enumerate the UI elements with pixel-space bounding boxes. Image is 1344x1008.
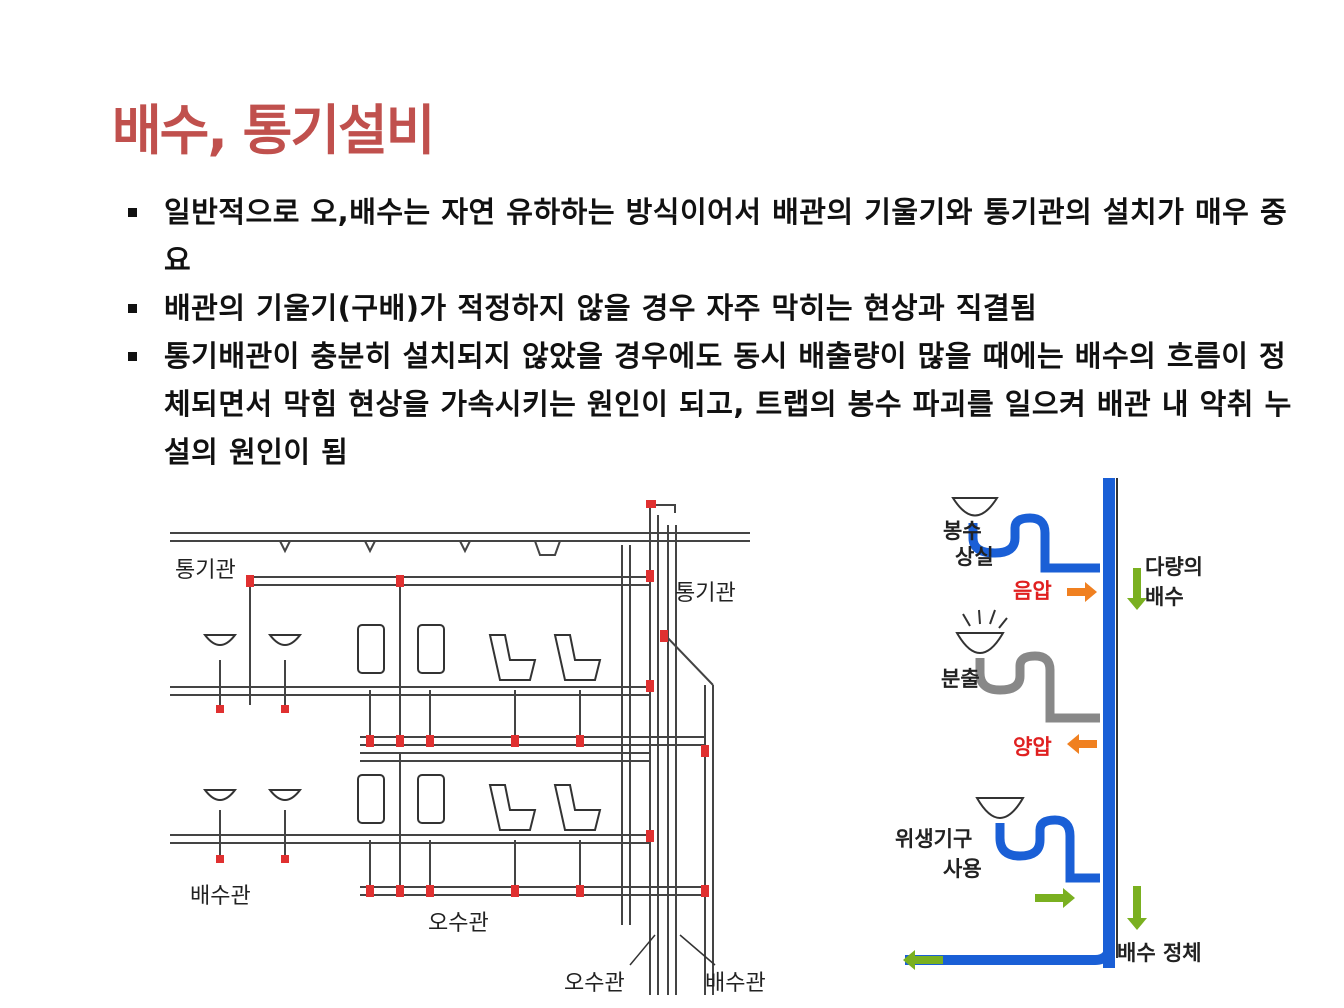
sewage-pipe-label: 오수관 [428, 911, 489, 936]
seal-loss-label: 봉수 [943, 519, 982, 543]
bullet-text: 일반적으로 오,배수는 자연 유하하는 방식이어서 배관의 기울기와 통기관의 … [164, 195, 1288, 277]
piping-system-diagram: 통기관 통기관 배수관 오수관 오수관 배수관 [170, 500, 766, 996]
label-leaders [629, 934, 716, 966]
trap-pipe [995, 815, 1100, 883]
arrow-right-icon [1035, 888, 1075, 908]
vent-pipe-label: 통기관 [175, 558, 236, 583]
trap-pipe [975, 651, 1100, 723]
fixture-use-label: 사용 [943, 857, 982, 881]
positive-pressure-label: 양압 [1013, 735, 1052, 759]
drain-pipe-label: 배수관 [705, 971, 766, 996]
arrow-down-icon [1127, 886, 1147, 930]
sewage-pipe-label: 오수관 [564, 971, 625, 996]
bullet-item: 일반적으로 오,배수는 자연 유하하는 방식이어서 배관의 기울기와 통기관의 … [128, 188, 1298, 284]
arrow-left-icon [903, 950, 943, 970]
basin-icon [955, 632, 1005, 654]
seal-loss-label: 상실 [955, 545, 994, 569]
bottom-drain [905, 898, 1115, 965]
negative-pressure-label: 음압 [1013, 579, 1052, 603]
bullet-item: 통기배관이 충분히 설치되지 않았을 경우에도 동시 배출량이 많을 때에는 배… [128, 332, 1298, 476]
slide-title: 배수, 통기설비 [112, 99, 435, 162]
trap-seal-diagram: 봉수 상실 음압 다량의 배수 분출 양압 위생기구 사용 배수 정체 [895, 478, 1203, 970]
vent-pipe-label: 통기관 [675, 581, 736, 606]
bullet-text: 통기배관이 충분히 설치되지 않았을 경우에도 동시 배출량이 많을 때에는 배… [164, 339, 1292, 469]
drain-stack [1103, 478, 1115, 968]
trap-pipe [968, 513, 1100, 573]
arrow-down-icon [1127, 568, 1147, 610]
drain-pipe-label: 배수관 [190, 884, 251, 909]
arrow-left-icon [1067, 734, 1097, 754]
bullet-text: 배관의 기울기(구배)가 적정하지 않을 경우 자주 막히는 현상과 직결됨 [164, 291, 1038, 325]
arrow-right-icon [1067, 582, 1097, 602]
fixture-use-label: 위생기구 [895, 827, 972, 851]
blowout-label: 분출 [941, 667, 980, 691]
bullet-square-icon [128, 208, 137, 217]
pipe-network [170, 504, 750, 995]
drain-stagnation-label: 배수 정체 [1117, 941, 1202, 965]
heavy-drain-label: 배수 [1145, 585, 1184, 609]
pipe-joints [216, 500, 709, 897]
splash-icon [962, 609, 1008, 629]
bullet-item: 배관의 기울기(구배)가 적정하지 않을 경우 자주 막히는 현상과 직결됨 [128, 284, 1298, 332]
bullet-square-icon [128, 352, 137, 361]
heavy-drain-label: 다량의 [1145, 555, 1203, 579]
fixtures [202, 624, 602, 831]
bullet-list: 일반적으로 오,배수는 자연 유하하는 방식이어서 배관의 기울기와 통기관의 … [128, 188, 1298, 476]
basin-icon [951, 497, 999, 517]
bullet-square-icon [128, 304, 137, 313]
basin-icon [975, 797, 1025, 819]
